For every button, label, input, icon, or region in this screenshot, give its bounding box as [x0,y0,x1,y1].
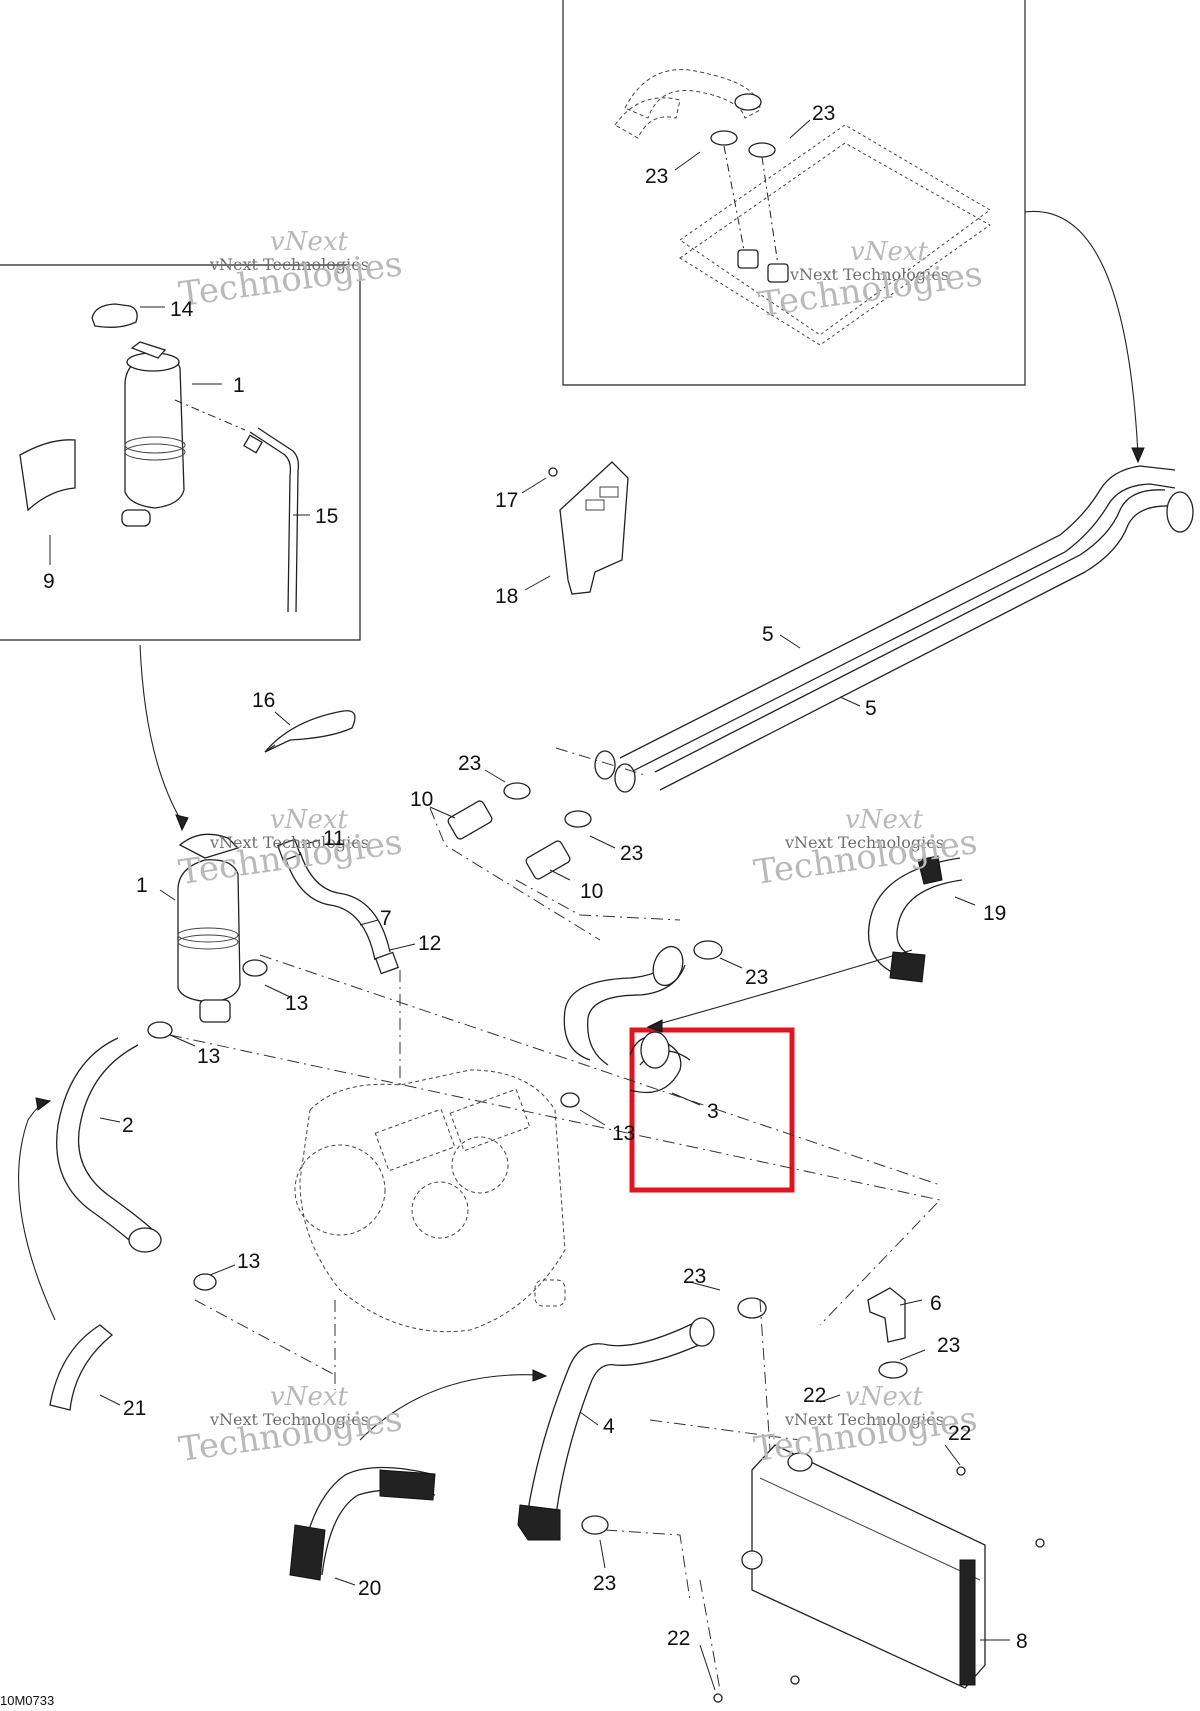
part-label-13: 13 [197,1045,220,1068]
inset-frame-radiator [562,0,1026,386]
watermark: vNext vNext Technologies Technologies [756,237,984,325]
part-label-21: 21 [123,1397,146,1420]
part-label-19: 19 [983,902,1006,925]
part-label-13: 13 [612,1122,635,1145]
part-1-reservoir [177,833,241,1023]
highlight-box [629,1027,795,1193]
part-label-14: 14 [170,298,194,321]
part-label-17: 17 [495,489,518,512]
part-label-1: 1 [233,374,245,397]
part-label-7: 7 [380,907,392,930]
part-6-fitting [737,1287,908,1379]
part-16-strap [264,710,356,753]
watermark-line2: vNext Technologies [784,1410,944,1429]
watermark-line2: vNext Technologies [784,833,944,852]
part-label-23: 23 [812,102,835,125]
part-labels: 14 1 15 9 23 23 17 18 5 5 16 23 10 23 10… [43,102,1028,1653]
part-label-23: 23 [683,1265,706,1288]
part-7-hose [276,838,400,975]
part-19-hose [867,855,963,983]
watermark: vNext vNext Technologies Technologies [176,1382,404,1470]
watermark-line1: vNext [845,1382,923,1412]
part-label-22: 22 [803,1384,826,1407]
watermark: vNext vNext Technologies Technologies [751,1382,979,1470]
part-10-fittings [429,747,723,960]
part-label-15: 15 [315,505,338,528]
part-label-4: 4 [603,1415,615,1438]
watermark-line2: vNext Technologies [789,265,949,284]
part-18-bracket [548,461,629,595]
watermark-line2: vNext Technologies [209,255,369,274]
part-20-hose [289,1466,436,1581]
part-5-hoses [594,465,1194,793]
part-label-23: 23 [458,752,481,775]
watermark: vNext vNext Technologies Technologies [751,805,979,893]
part-label-10: 10 [580,880,603,903]
part-label-9: 9 [43,570,55,593]
watermark: vNext vNext Technologies Technologies [176,805,404,893]
watermark-group: vNext vNext Technologies Technologies vN… [176,227,984,1470]
part-8-radiator [713,1444,1045,1703]
part-label-5: 5 [865,697,877,720]
part-label-23: 23 [645,165,668,188]
watermark-line2: vNext Technologies [209,1410,369,1429]
watermark-line1: vNext [270,227,348,257]
watermark-line1: vNext [850,237,928,267]
part-21-sleeve [49,1324,114,1411]
watermark-line2: vNext Technologies [209,833,369,852]
watermark-line1: vNext [270,1382,348,1412]
assembly-lines [169,954,941,1691]
arrows [18,210,1145,1441]
part-label-18: 18 [495,585,518,608]
part-label-12: 12 [418,932,441,955]
part-label-23: 23 [745,966,768,989]
part-label-13: 13 [285,992,308,1015]
part-4-hose [517,1317,715,1541]
watermark: vNext vNext Technologies Technologies [176,227,404,315]
part-label-20: 20 [358,1577,381,1600]
part-label-23: 23 [937,1334,960,1357]
part-label-22: 22 [948,1422,971,1445]
part-label-16: 16 [252,689,275,712]
engine-block [294,1069,566,1333]
part-label-3: 3 [707,1100,719,1123]
document-code: 10M0733 [0,1693,54,1708]
part-label-5: 5 [762,623,774,646]
part-label-23: 23 [620,842,643,865]
part-label-11: 11 [323,827,345,850]
part-label-6: 6 [930,1292,942,1315]
part-2-hose [56,959,268,1291]
part-label-1: 1 [136,874,148,897]
part-label-22: 22 [667,1627,690,1650]
part-label-2: 2 [122,1114,134,1137]
part-label-8: 8 [1016,1630,1028,1653]
inset-reservoir-assembly [19,303,300,613]
part-label-10: 10 [410,788,433,811]
inset-frame-reservoir [0,264,361,641]
leader-lines [49,119,1010,1691]
part-label-23: 23 [593,1572,616,1595]
inset-radiator-assembly [614,69,991,346]
part-3-hose [560,945,691,1108]
part-label-13: 13 [237,1250,260,1273]
watermark-line1: vNext [845,805,923,835]
watermark-line1: vNext [270,805,348,835]
